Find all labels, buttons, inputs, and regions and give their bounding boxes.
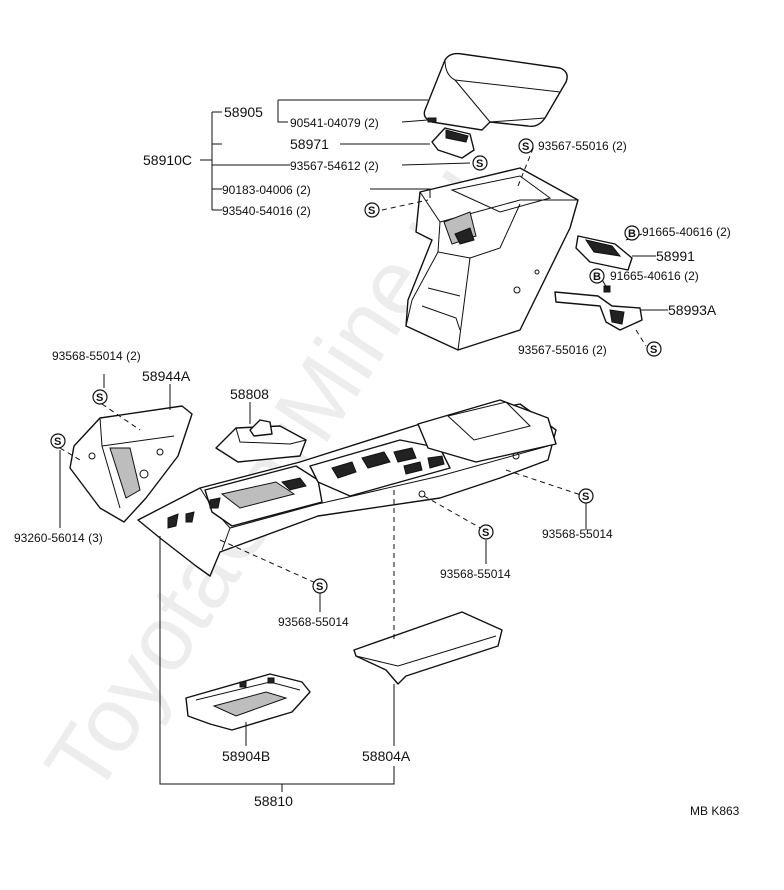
hinge-part (427, 117, 475, 159)
svg-text:S: S (96, 392, 103, 404)
label-93567-54612: 93567-54612 (2) (290, 159, 379, 173)
svg-text:B: B (593, 271, 601, 283)
svg-text:S: S (582, 491, 589, 503)
svg-text:B: B (628, 228, 636, 240)
label-58910c: 58910C (143, 152, 192, 168)
label-93540: 93540-54016 (2) (222, 204, 311, 218)
screw-symbol-3: S (518, 138, 534, 154)
diagram-code: MB K863 (690, 804, 740, 818)
screw-symbol-4: S (646, 341, 662, 357)
screw-symbol-5: S (92, 389, 108, 405)
label-93260: 93260-56014 (3) (14, 531, 103, 545)
label-58810: 58810 (254, 793, 293, 809)
floor-console (137, 399, 557, 577)
screw-symbol-1: S (472, 155, 488, 171)
shift-boot (215, 419, 307, 463)
label-93568-right: 93568-55014 (542, 527, 613, 541)
svg-text:S: S (54, 436, 61, 448)
label-93567-55016-top: 93567-55016 (2) (538, 139, 627, 153)
label-58804a: 58804A (362, 748, 411, 764)
label-58904b: 58904B (222, 748, 270, 764)
svg-text:S: S (650, 344, 657, 356)
console-box (405, 167, 579, 351)
screw-symbol-2: S (364, 202, 380, 218)
label-93568-55014-2: 93568-55014 (2) (52, 349, 141, 363)
label-58944a: 58944A (142, 368, 191, 384)
svg-text:S: S (316, 581, 323, 593)
bolt-symbol-1: B (624, 225, 640, 241)
screw-symbol-8: S (478, 524, 494, 540)
label-90541: 90541-04079 (2) (290, 116, 379, 130)
part-labels: 58905 90541-04079 (2) 58971 58910C 93567… (14, 104, 740, 818)
bracket-58991 (575, 235, 633, 271)
screw-symbol-9: S (312, 578, 328, 594)
bolt-symbol-2: B (589, 268, 605, 284)
label-90183: 90183-04006 (2) (222, 183, 311, 197)
label-91665-a: 91665-40616 (2) (642, 225, 731, 239)
label-93567-55016-bot: 93567-55016 (2) (518, 343, 607, 357)
svg-text:S: S (522, 141, 529, 153)
label-93568-low: 93568-55014 (278, 615, 349, 629)
svg-text:S: S (482, 527, 489, 539)
leader-lines (59, 99, 668, 792)
label-58993a: 58993A (668, 302, 717, 318)
armrest-lid (423, 52, 568, 131)
screw-symbol-7: S (578, 488, 594, 504)
label-58905: 58905 (224, 104, 263, 120)
label-91665-b: 91665-40616 (2) (610, 269, 699, 283)
svg-text:S: S (476, 158, 483, 170)
label-58971: 58971 (290, 136, 329, 152)
side-panel (69, 405, 193, 523)
console-lid-58804a (353, 611, 503, 685)
bracket-58993a (554, 285, 643, 331)
svg-text:S: S (368, 205, 375, 217)
label-58808: 58808 (230, 386, 269, 402)
screw-symbol-6: S (50, 433, 66, 449)
tray-58904b (185, 673, 311, 731)
label-93568-mid: 93568-55014 (440, 567, 511, 581)
label-58991: 58991 (656, 248, 695, 264)
